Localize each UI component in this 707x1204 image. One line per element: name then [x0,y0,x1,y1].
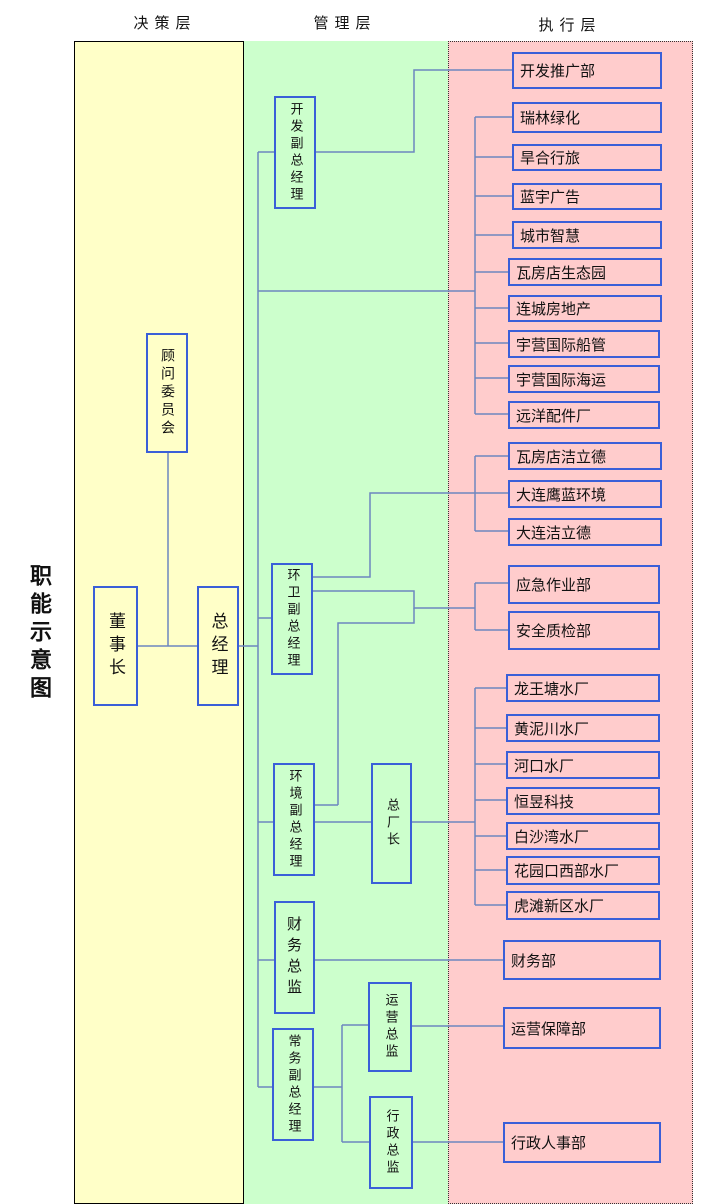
exec-box-dl-yinglan: 大连鹰蓝环境 [508,480,662,508]
general-manager-box: 总经理 [197,586,239,706]
exec-box-hengyu: 恒昱科技 [506,787,660,815]
layer-header-decision: 决策层 [133,14,197,32]
exec-box-baisha: 白沙湾水厂 [506,822,660,850]
exec-box-ops-support: 运营保障部 [503,1007,661,1049]
exec-box-ruilin: 瑞林绿化 [512,102,662,133]
plant-head-box: 总厂长 [371,763,412,884]
executive-vp-box: 常务副总经理 [272,1028,314,1141]
exec-box-huayuan: 花园口西部水厂 [506,856,660,885]
sanitation-vp-box: 环卫副总经理 [271,563,313,675]
chairman-box: 董事长 [93,586,138,706]
operations-director-box: 运营总监 [368,982,412,1072]
exec-box-liancheng: 连城房地产 [508,295,662,322]
exec-box-city-smart: 城市智慧 [512,221,662,249]
exec-box-dev-promo: 开发推广部 [512,52,662,89]
exec-box-hutan: 虎滩新区水厂 [506,891,660,920]
exec-box-admin-hr: 行政人事部 [503,1122,661,1163]
exec-box-dl-jld: 大连洁立德 [508,518,662,546]
exec-box-safety: 安全质检部 [508,611,660,650]
layer-header-execution: 执行层 [538,16,602,34]
admin-director-box: 行政总监 [369,1096,413,1189]
exec-box-wafang-jld: 瓦房店洁立德 [508,442,662,470]
exec-box-lanyu-ad: 蓝宇广告 [512,183,662,210]
exec-box-yuanyang: 远洋配件厂 [508,401,660,429]
exec-box-hanhe: 旱合行旅 [512,144,662,171]
exec-box-yuying-sea: 宇营国际海运 [508,365,660,393]
dev-vp-box: 开发副总经理 [274,96,316,209]
exec-box-emergency: 应急作业部 [508,565,660,604]
environment-vp-box: 环境副总经理 [273,763,315,876]
exec-box-huangni: 黄泥川水厂 [506,714,660,742]
exec-box-yuying-ship: 宇营国际船管 [508,330,660,358]
exec-box-wafang-eco: 瓦房店生态园 [508,258,662,286]
advisory-committee-box: 顾问委员会 [146,333,188,453]
layer-header-management: 管理层 [313,14,377,32]
exec-box-hekou: 河口水厂 [506,751,660,779]
decision-band [74,41,244,1204]
diagram-title: 职能示意图 [26,564,51,704]
exec-box-longwang: 龙王塘水厂 [506,674,660,702]
exec-box-finance: 财务部 [503,940,661,980]
cfo-box: 财务总监 [274,901,315,1014]
